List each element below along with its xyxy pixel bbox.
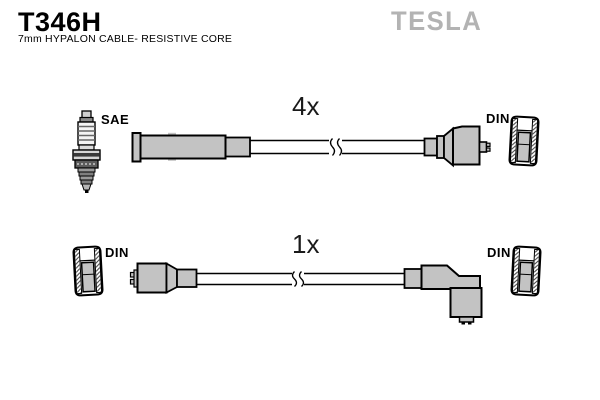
row1-cable-break-icon [329,138,343,156]
row2-left-connector-label: DIN [105,245,129,260]
part-number: T346H [18,7,102,37]
row1-right-connector-label: DIN [486,111,510,126]
row2-right-connector-label: DIN [487,245,511,260]
row2-coil-boot [129,261,198,294]
row2-cable-break-icon [291,271,305,287]
tesla-logo: TESLA [391,6,483,36]
row2-elbow-boot [403,264,483,325]
row2-left-din-socket-icon [72,245,104,297]
row2-right-din-socket-icon [510,245,542,297]
row1-quantity-label: 4x [292,91,320,121]
cable-spec-subtitle: 7mm HYPALON CABLE- RESISTIVE CORE [18,33,233,45]
spark-plug-icon [72,110,101,193]
row1-spark-plug-boot [131,132,251,163]
row2-cable [196,272,405,286]
row1-cable [248,139,426,155]
row1-left-connector-label: SAE [101,112,130,127]
row2-quantity-label: 1x [292,229,320,259]
row1-distributor-boot [423,125,491,168]
row1-din-socket-icon [508,115,540,167]
